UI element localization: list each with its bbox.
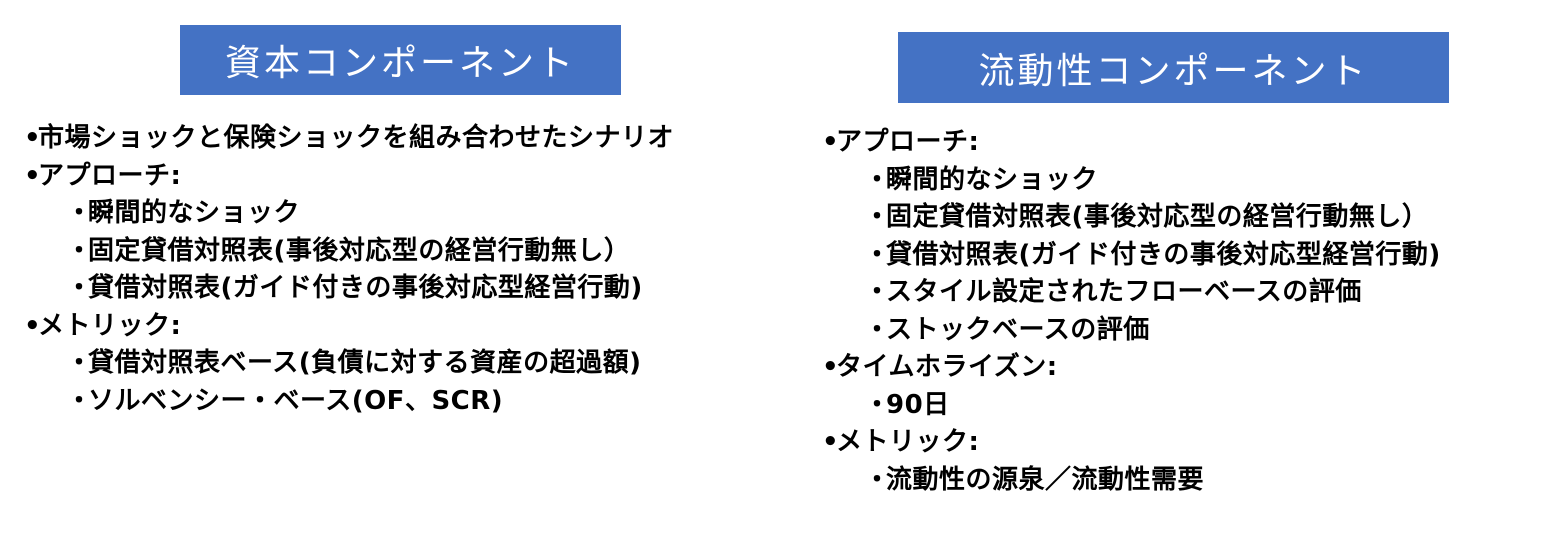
capital-component-title: 資本コンポーネント: [224, 43, 576, 84]
sub-list-item: ・90日: [822, 387, 1441, 425]
sub-list-item: ・ソルベンシー・ベース(OF、SCR): [24, 383, 674, 421]
list-item-text: メトリック:: [836, 427, 980, 457]
list-item-text: スタイル設定されたフローベースの評価: [886, 277, 1362, 307]
sub-bullet-icon: ・: [66, 385, 93, 416]
list-item-text: ストックベースの評価: [886, 314, 1150, 345]
capital-component-list: •市場ショックと保険ショックを組み合わせたシナリオ •アプローチ: ・瞬間的なシ…: [24, 120, 674, 420]
sub-list-item: ・瞬間的なショック: [24, 195, 674, 233]
list-item-text: ソルベンシー・ベース(OF、SCR): [88, 385, 504, 416]
bullet-icon: •: [822, 427, 840, 457]
list-item: •アプローチ:: [822, 124, 1441, 162]
sub-bullet-icon: ・: [864, 314, 891, 345]
sub-list-item: ・瞬間的なショック: [822, 162, 1441, 200]
sub-list-item: ・貸借対照表(ガイド付きの事後対応型経営行動): [822, 237, 1441, 275]
list-item: •タイムホライズン:: [822, 349, 1441, 387]
sub-bullet-icon: ・: [864, 239, 891, 270]
list-item-text: 貸借対照表ベース(負債に対する資産の超過額): [88, 348, 642, 378]
sub-list-item: ・ストックベースの評価: [822, 312, 1441, 350]
liquidity-component-list: •アプローチ: ・瞬間的なショック ・固定貸借対照表(事後対応型の経営行動無し）…: [822, 124, 1441, 499]
sub-bullet-icon: ・: [66, 348, 93, 378]
bullet-icon: •: [822, 352, 840, 382]
liquidity-component-title: 流動性コンポーネント: [978, 50, 1369, 92]
list-item: •メトリック:: [24, 308, 674, 346]
list-item-text: アプローチ:: [836, 127, 980, 157]
sub-bullet-icon: ・: [864, 464, 891, 495]
sub-bullet-icon: ・: [66, 198, 93, 228]
sub-list-item: ・貸借対照表ベース(負債に対する資産の超過額): [24, 345, 674, 383]
sub-bullet-icon: ・: [864, 389, 891, 420]
bullet-icon: •: [24, 310, 42, 341]
sub-bullet-icon: ・: [864, 202, 891, 232]
sub-bullet-icon: ・: [864, 164, 891, 195]
sub-bullet-icon: ・: [66, 273, 93, 303]
sub-bullet-icon: ・: [864, 277, 891, 307]
capital-component-header: 資本コンポーネント: [180, 25, 621, 95]
list-item-text: 瞬間的なショック: [886, 164, 1099, 195]
liquidity-component-header: 流動性コンポーネント: [898, 32, 1449, 103]
list-item-text: 市場ショックと保険ショックを組み合わせたシナリオ: [38, 123, 675, 153]
sub-list-item: ・スタイル設定されたフローベースの評価: [822, 274, 1441, 312]
bullet-icon: •: [822, 127, 840, 157]
list-item-text: 瞬間的なショック: [88, 198, 301, 228]
list-item: •アプローチ:: [24, 158, 674, 196]
list-item-text: タイムホライズン:: [836, 352, 1058, 382]
list-item-text: 貸借対照表(ガイド付きの事後対応型経営行動): [88, 273, 643, 303]
sub-list-item: ・固定貸借対照表(事後対応型の経営行動無し）: [24, 233, 674, 271]
list-item-text: 固定貸借対照表(事後対応型の経営行動無し）: [88, 235, 631, 266]
sub-list-item: ・流動性の源泉／流動性需要: [822, 462, 1441, 500]
list-item-text: アプローチ:: [38, 160, 182, 191]
list-item-text: 固定貸借対照表(事後対応型の経営行動無し）: [886, 202, 1429, 232]
list-item-text: メトリック:: [38, 310, 182, 341]
list-item: •市場ショックと保険ショックを組み合わせたシナリオ: [24, 120, 674, 158]
bullet-icon: •: [24, 123, 42, 153]
list-item: •メトリック:: [822, 424, 1441, 462]
list-item-text: 貸借対照表(ガイド付きの事後対応型経営行動): [886, 239, 1441, 270]
sub-list-item: ・固定貸借対照表(事後対応型の経営行動無し）: [822, 199, 1441, 237]
bullet-icon: •: [24, 160, 42, 191]
sub-list-item: ・貸借対照表(ガイド付きの事後対応型経営行動): [24, 270, 674, 308]
list-item-text: 流動性の源泉／流動性需要: [886, 464, 1205, 495]
sub-bullet-icon: ・: [66, 235, 93, 266]
list-item-text: 90日: [886, 389, 950, 420]
